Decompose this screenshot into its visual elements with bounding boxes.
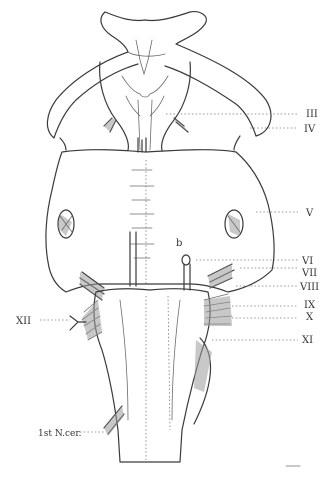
label-VIII: VIII (299, 282, 319, 293)
trigeminal-left (58, 210, 74, 238)
label-V: V (305, 208, 314, 219)
pons (46, 150, 274, 292)
label-first-cervical: 1st N.cer. (38, 429, 82, 439)
label-b: b (176, 238, 182, 249)
leader-lines (40, 114, 298, 432)
optic-tract-arch (47, 12, 271, 138)
label-X: X (306, 312, 314, 323)
nerve-IX-X-rootlets (204, 294, 232, 326)
label-III: III (306, 109, 318, 120)
nerve-XI (194, 338, 212, 424)
label-IX: IX (304, 300, 316, 311)
nerve-VII-VIII (80, 264, 234, 300)
label-XI: XI (302, 335, 313, 346)
label-VI: VI (301, 256, 313, 267)
medulla (94, 289, 210, 462)
trigeminal-right (225, 210, 243, 238)
first-cervical-nerve (104, 406, 124, 436)
label-VII: VII (301, 268, 317, 279)
nerve-XII-rootlets (70, 300, 102, 340)
label-XII: XII (16, 316, 31, 327)
label-IV: IV (304, 124, 316, 135)
